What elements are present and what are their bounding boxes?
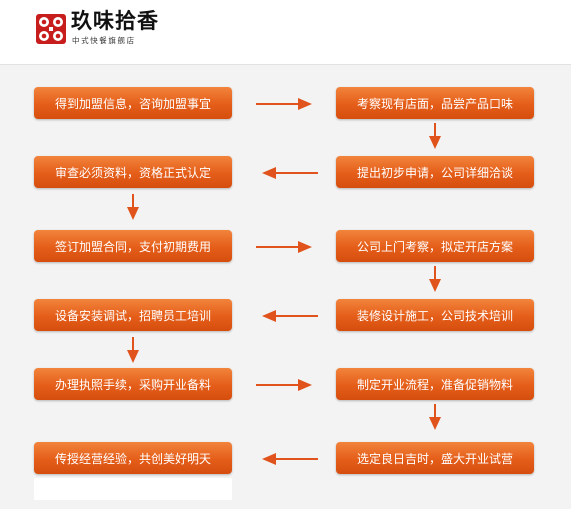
arrow-down-icon xyxy=(429,123,441,149)
step-7: 装修设计施工，公司技术培训 xyxy=(336,299,534,331)
step-11: 选定良日吉时，盛大开业试营 xyxy=(336,442,534,474)
arrow-right-icon xyxy=(256,241,312,253)
arrow-down-icon xyxy=(127,337,139,363)
step-10: 制定开业流程，准备促销物料 xyxy=(336,368,534,400)
step-12: 传授经营经验，共创美好明天 xyxy=(34,442,232,474)
arrow-down-icon xyxy=(429,266,441,292)
brand-subtitle: 中式快餐旗舰店 xyxy=(72,36,136,45)
arrow-right-icon xyxy=(256,379,312,391)
step-1: 得到加盟信息，咨询加盟事宜 xyxy=(34,87,232,119)
arrow-right-icon xyxy=(256,98,312,110)
step-4: 审查必须资料，资格正式认定 xyxy=(34,156,232,188)
step-9: 办理执照手续，采购开业备料 xyxy=(34,368,232,400)
arrow-left-icon xyxy=(262,453,318,465)
step-3: 提出初步申请，公司详细洽谈 xyxy=(336,156,534,188)
step-8: 设备安装调试，招聘员工培训 xyxy=(34,299,232,331)
arrow-down-icon xyxy=(429,404,441,430)
step-2: 考察现有店面，品尝产品口味 xyxy=(336,87,534,119)
arrow-down-icon xyxy=(127,194,139,220)
footer-strip xyxy=(34,478,232,500)
brand-title: 玖味拾香 xyxy=(71,8,159,33)
header-divider xyxy=(0,64,571,65)
logo-icon xyxy=(36,14,66,44)
arrow-left-icon xyxy=(262,310,318,322)
step-5: 签订加盟合同，支付初期费用 xyxy=(34,230,232,262)
arrow-left-icon xyxy=(262,167,318,179)
step-6: 公司上门考察，拟定开店方案 xyxy=(336,230,534,262)
header: 玖味拾香 中式快餐旗舰店 xyxy=(0,0,571,64)
